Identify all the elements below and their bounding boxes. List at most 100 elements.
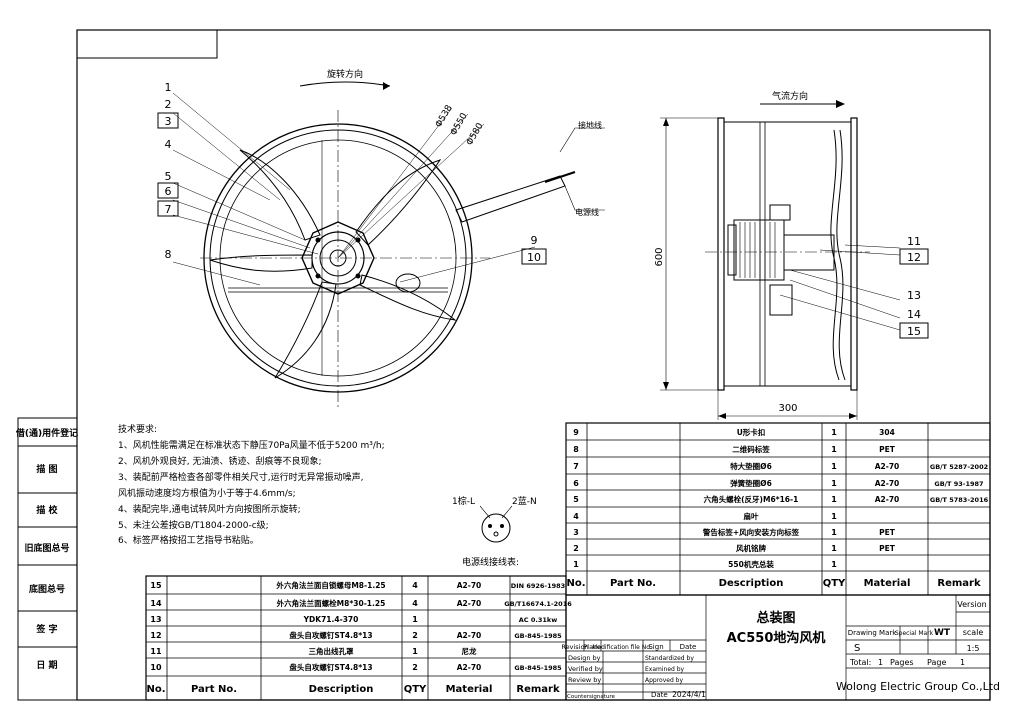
drawing-subtitle: AC550地沟风机 [727, 630, 826, 646]
airflow-label: 气流方向 [772, 90, 808, 102]
review-by-label: Review by [568, 676, 601, 684]
header-material: Material [864, 578, 911, 589]
part-row-no: 10 [150, 663, 162, 672]
callout-11: 11 [907, 235, 921, 248]
parts-table-right [565, 422, 991, 596]
header-part: Part No. [610, 578, 656, 589]
tech-line: 6、标签严格按招工艺指导书粘贴。 [118, 534, 259, 546]
strip-label: 借(通)用件登记 [15, 427, 78, 439]
part-row-remark: GB/T 5287-2002 [930, 463, 988, 471]
part-row-no: 6 [573, 479, 579, 488]
countersignature-label: Countersignature [567, 694, 616, 700]
strip-label: 描 图 [36, 463, 57, 475]
part-row-desc: 扇叶 [744, 511, 759, 521]
part-row-no: 2 [573, 544, 579, 553]
part-row-no: 4 [573, 512, 579, 521]
dim-600: 600 [654, 247, 665, 266]
part-row-desc: U形卡扣 [737, 427, 766, 437]
part-row-material: A2-70 [457, 581, 482, 590]
date-label: Date [680, 643, 697, 651]
corner-box [76, 29, 218, 59]
header-remark: Remark [516, 684, 560, 695]
tech-line: 5、未注公差按GB/T1804-2000-c级; [118, 519, 269, 531]
tech-line: 2、风机外观良好, 无油渍、锈迹、刮痕等不良现象; [118, 455, 321, 467]
part-row-material: PET [879, 445, 896, 454]
part-row-qty: 4 [412, 581, 418, 590]
side-callouts: 11 12 13 14 15 [779, 235, 929, 339]
mark-value: S [854, 643, 860, 654]
callout-10: 10 [527, 251, 541, 264]
drawing-title: 总装图 [756, 610, 795, 626]
part-row-qty: 1 [831, 462, 837, 471]
part-row-remark: DIN 6926-1983 [511, 582, 565, 590]
parts-table-left [145, 575, 567, 701]
strip-label: 日 期 [36, 659, 57, 671]
part-row-desc: 特大垫圈Ø6 [730, 461, 772, 471]
strip-label: 描 校 [36, 504, 58, 516]
verified-by-label: Verified by [568, 665, 603, 673]
part-row-material: A2-70 [457, 631, 482, 640]
standardized-by-label: Standardized by [645, 655, 694, 662]
header-qty: QTY [823, 578, 846, 589]
power-wire-label: 电源线 [575, 207, 599, 217]
place-label: Place [583, 643, 600, 651]
part-row-material: PET [879, 544, 896, 553]
part-row-qty: 1 [412, 647, 418, 656]
part-row-no: 14 [150, 599, 162, 608]
tech-line: 3、装配前严格检查各部零件相关尺寸,运行时无异常振动噪声, [118, 471, 363, 483]
tech-line: 1、风机性能需满足在标准状态下静压70Pa风量不低于5200 m³/h; [118, 439, 385, 451]
pages-label: Pages [890, 658, 914, 667]
part-row-no: 8 [573, 445, 579, 454]
header-no: No. [566, 578, 585, 589]
scale-label: scale [963, 628, 984, 637]
front-view: 旋转方向 [200, 68, 605, 410]
part-row-remark: AC 0.31kw [519, 616, 557, 624]
part-row-remark: GB-845-1985 [514, 632, 562, 640]
part-row-desc: 三角出线孔罩 [309, 646, 354, 656]
header-desc: Description [719, 578, 784, 589]
callout-13: 13 [907, 289, 921, 302]
header-desc: Description [309, 684, 374, 695]
dim-300: 300 [778, 403, 797, 414]
page-value: 1 [960, 658, 965, 667]
examined-by-label: Examined by [645, 666, 685, 673]
wiring-n-label: 2蓝-N [512, 495, 537, 507]
tech-line: 4、装配完毕,通电试转风叶方向按图所示旋转; [118, 503, 301, 515]
part-row-desc: 警告标签+风向安装方向标签 [703, 527, 800, 537]
part-row-material: A2-70 [875, 479, 900, 488]
part-row-qty: 4 [412, 599, 418, 608]
total-value: 1 [878, 658, 883, 667]
part-row-desc: YDK71.4-370 [303, 615, 359, 624]
part-row-qty: 2 [412, 631, 418, 640]
tech-line: 风机振动速度均方根值为小于等于4.6mm/s; [118, 487, 296, 499]
callout-9: 9 [531, 234, 538, 247]
callout-8: 8 [165, 248, 172, 261]
part-row-desc: 盘头自攻螺钉ST4.8*13 [289, 630, 372, 640]
parts-left-header: No. Part No. Description QTY Material Re… [146, 684, 559, 695]
part-row-no: 9 [573, 428, 579, 437]
part-row-desc: 盘头自攻螺钉ST4.8*13 [289, 662, 372, 672]
modification-label: Modification file No. [592, 644, 652, 651]
part-row-material: A2-70 [457, 663, 482, 672]
part-row-no: 1 [573, 560, 579, 569]
part-row-no: 3 [573, 528, 579, 537]
callout-7: 7 [165, 203, 172, 216]
part-row-qty: 1 [831, 512, 837, 521]
front-callouts: 1 2 3 4 5 6 7 8 9 10 [157, 81, 547, 286]
part-row-no: 15 [150, 581, 162, 590]
part-row-material: A2-70 [875, 462, 900, 471]
title-block: Revision Place Modification file No. Sig… [561, 594, 1000, 701]
strip-label: 签 字 [35, 623, 57, 635]
part-row-material: 304 [879, 428, 895, 437]
part-row-no: 5 [573, 495, 579, 504]
header-no: No. [146, 684, 165, 695]
sign-label: Sign [648, 643, 663, 651]
part-row-desc: 外六角法兰面螺栓M8*30-1.25 [277, 598, 386, 608]
date2-label: Date [651, 691, 668, 699]
page-label: Page [927, 658, 946, 667]
callout-1: 1 [165, 81, 172, 94]
callout-14: 14 [907, 308, 921, 321]
header-material: Material [446, 684, 493, 695]
